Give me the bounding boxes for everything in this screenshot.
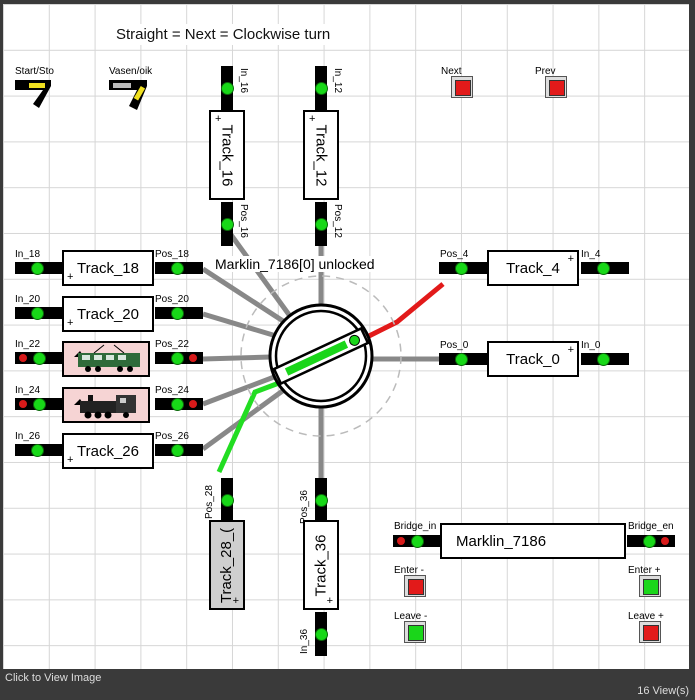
in-20-signal <box>15 307 63 320</box>
in-26-label: In_26 <box>15 431 41 442</box>
pos-28-label: Pos_28 <box>204 485 215 519</box>
leave-minus-button[interactable] <box>404 621 426 643</box>
track-16[interactable]: + Track_16 <box>209 110 245 200</box>
pos-26-signal <box>155 444 203 457</box>
pos-12-signal <box>315 202 328 246</box>
pos-24-label: Pos_24 <box>155 385 189 396</box>
in-4-signal <box>581 262 629 275</box>
pos-26-label: Pos_26 <box>155 431 189 442</box>
pos-16-signal <box>221 202 234 246</box>
leave-plus-button[interactable] <box>639 621 661 643</box>
track-28[interactable]: + Track_28_( <box>209 520 245 610</box>
vasen-oik-label: Vasen/oik <box>109 66 153 77</box>
enter-plus-label: Enter + <box>628 565 661 576</box>
in-18-label: In_18 <box>15 249 41 260</box>
in-0-signal <box>581 353 629 366</box>
enter-minus-label: Enter - <box>394 565 425 576</box>
track-22-train[interactable] <box>62 341 150 377</box>
track-4-label: Track_4 <box>506 259 560 277</box>
bridge-in-label: Bridge_in <box>394 521 437 532</box>
track-4[interactable]: + Track_4 <box>487 250 579 286</box>
start-stop-label: Start/Sto <box>15 66 54 77</box>
pos-22-label: Pos_22 <box>155 339 189 350</box>
pos-20-label: Pos_20 <box>155 294 189 305</box>
steam-locomotive-icon <box>68 395 136 419</box>
in-12-signal <box>315 66 328 110</box>
bridge-en-label: Bridge_en <box>628 521 674 532</box>
bridge-in-signal <box>393 535 441 548</box>
in-12-label: In_12 <box>332 68 343 94</box>
turntable-pit-outline <box>240 275 402 437</box>
pos-12-label: Pos_12 <box>332 204 343 238</box>
track-16-label: Track_16 <box>218 124 236 186</box>
turntable-spokes <box>201 230 445 479</box>
in-16-signal <box>221 66 234 110</box>
in-20-label: In_20 <box>15 294 41 305</box>
pos-4-signal <box>439 262 487 275</box>
in-36-label: In_36 <box>299 628 310 654</box>
track-0[interactable]: + Track_0 <box>487 341 579 377</box>
track-20[interactable]: + Track_20 <box>62 296 154 332</box>
view-count: 16 View(s) <box>637 685 689 697</box>
bridge-track[interactable]: Marklin_7186 <box>440 523 626 559</box>
track-36[interactable]: + Track_36 <box>303 520 339 610</box>
turntable-tracks <box>201 230 445 479</box>
pos-36-label: Pos_36 <box>299 490 310 524</box>
track-26-label: Track_26 <box>77 442 139 460</box>
pos-18-label: Pos_18 <box>155 249 189 260</box>
prev-label: Prev <box>535 66 556 77</box>
bridge-en-signal <box>627 535 675 548</box>
track-0-label: Track_0 <box>506 350 560 368</box>
in-4-label: In_4 <box>581 249 601 260</box>
track-18-label: Track_18 <box>77 259 139 277</box>
leave-minus-label: Leave - <box>394 611 428 622</box>
pos-16-label: Pos_16 <box>238 204 249 238</box>
turntable-bridge[interactable] <box>268 303 374 409</box>
in-26-signal <box>15 444 63 457</box>
prev-button[interactable] <box>545 76 567 98</box>
track-26[interactable]: + Track_26 <box>62 433 154 469</box>
track-20-label: Track_20 <box>77 305 139 323</box>
enter-plus-button[interactable] <box>639 575 661 597</box>
layout-panel: Straight = Next = Clockwise turn Marklin… <box>3 4 689 669</box>
leave-plus-label: Leave + <box>628 611 664 622</box>
in-0-label: In_0 <box>581 340 601 351</box>
pos-18-signal <box>155 262 203 275</box>
pos-4-label: Pos_4 <box>440 249 469 260</box>
status-bar: Click to View Image 16 View(s) <box>0 671 695 700</box>
track-12-label: Track_12 <box>312 124 330 186</box>
in-16-label: In_16 <box>238 68 249 94</box>
track-28-label: Track_28_( <box>218 527 236 603</box>
track-12[interactable]: + Track_12 <box>303 110 339 200</box>
view-image-link[interactable]: Click to View Image <box>5 672 102 684</box>
pos-28-signal <box>221 478 234 522</box>
in-24-label: In_24 <box>15 385 41 396</box>
in-24-signal <box>15 398 63 411</box>
spoke-4-active <box>361 282 445 342</box>
in-22-label: In_22 <box>15 339 41 350</box>
in-18-signal <box>15 262 63 275</box>
track-18[interactable]: + Track_18 <box>62 250 154 286</box>
bridge-track-label: Marklin_7186 <box>456 532 547 550</box>
pos-22-signal <box>155 352 203 365</box>
enter-minus-button[interactable] <box>404 575 426 597</box>
track-36-label: Track_36 <box>312 534 330 596</box>
next-label: Next <box>441 66 462 77</box>
panel-title: Straight = Next = Clockwise turn <box>113 24 334 45</box>
start-stop-switch[interactable] <box>15 80 53 108</box>
track-24-train[interactable] <box>62 387 150 423</box>
pos-20-signal <box>155 307 203 320</box>
next-button[interactable] <box>451 76 473 98</box>
in-36-signal <box>315 612 328 656</box>
pos-0-label: Pos_0 <box>440 340 469 351</box>
turntable-status: Marklin_7186[0] unlocked <box>213 256 377 272</box>
in-22-signal <box>15 352 63 365</box>
pos-24-signal <box>155 398 203 411</box>
pos-36-signal <box>315 478 328 522</box>
electric-locomotive-icon <box>68 344 140 372</box>
vasen-oik-switch[interactable] <box>109 80 149 110</box>
pos-0-signal <box>439 353 487 366</box>
